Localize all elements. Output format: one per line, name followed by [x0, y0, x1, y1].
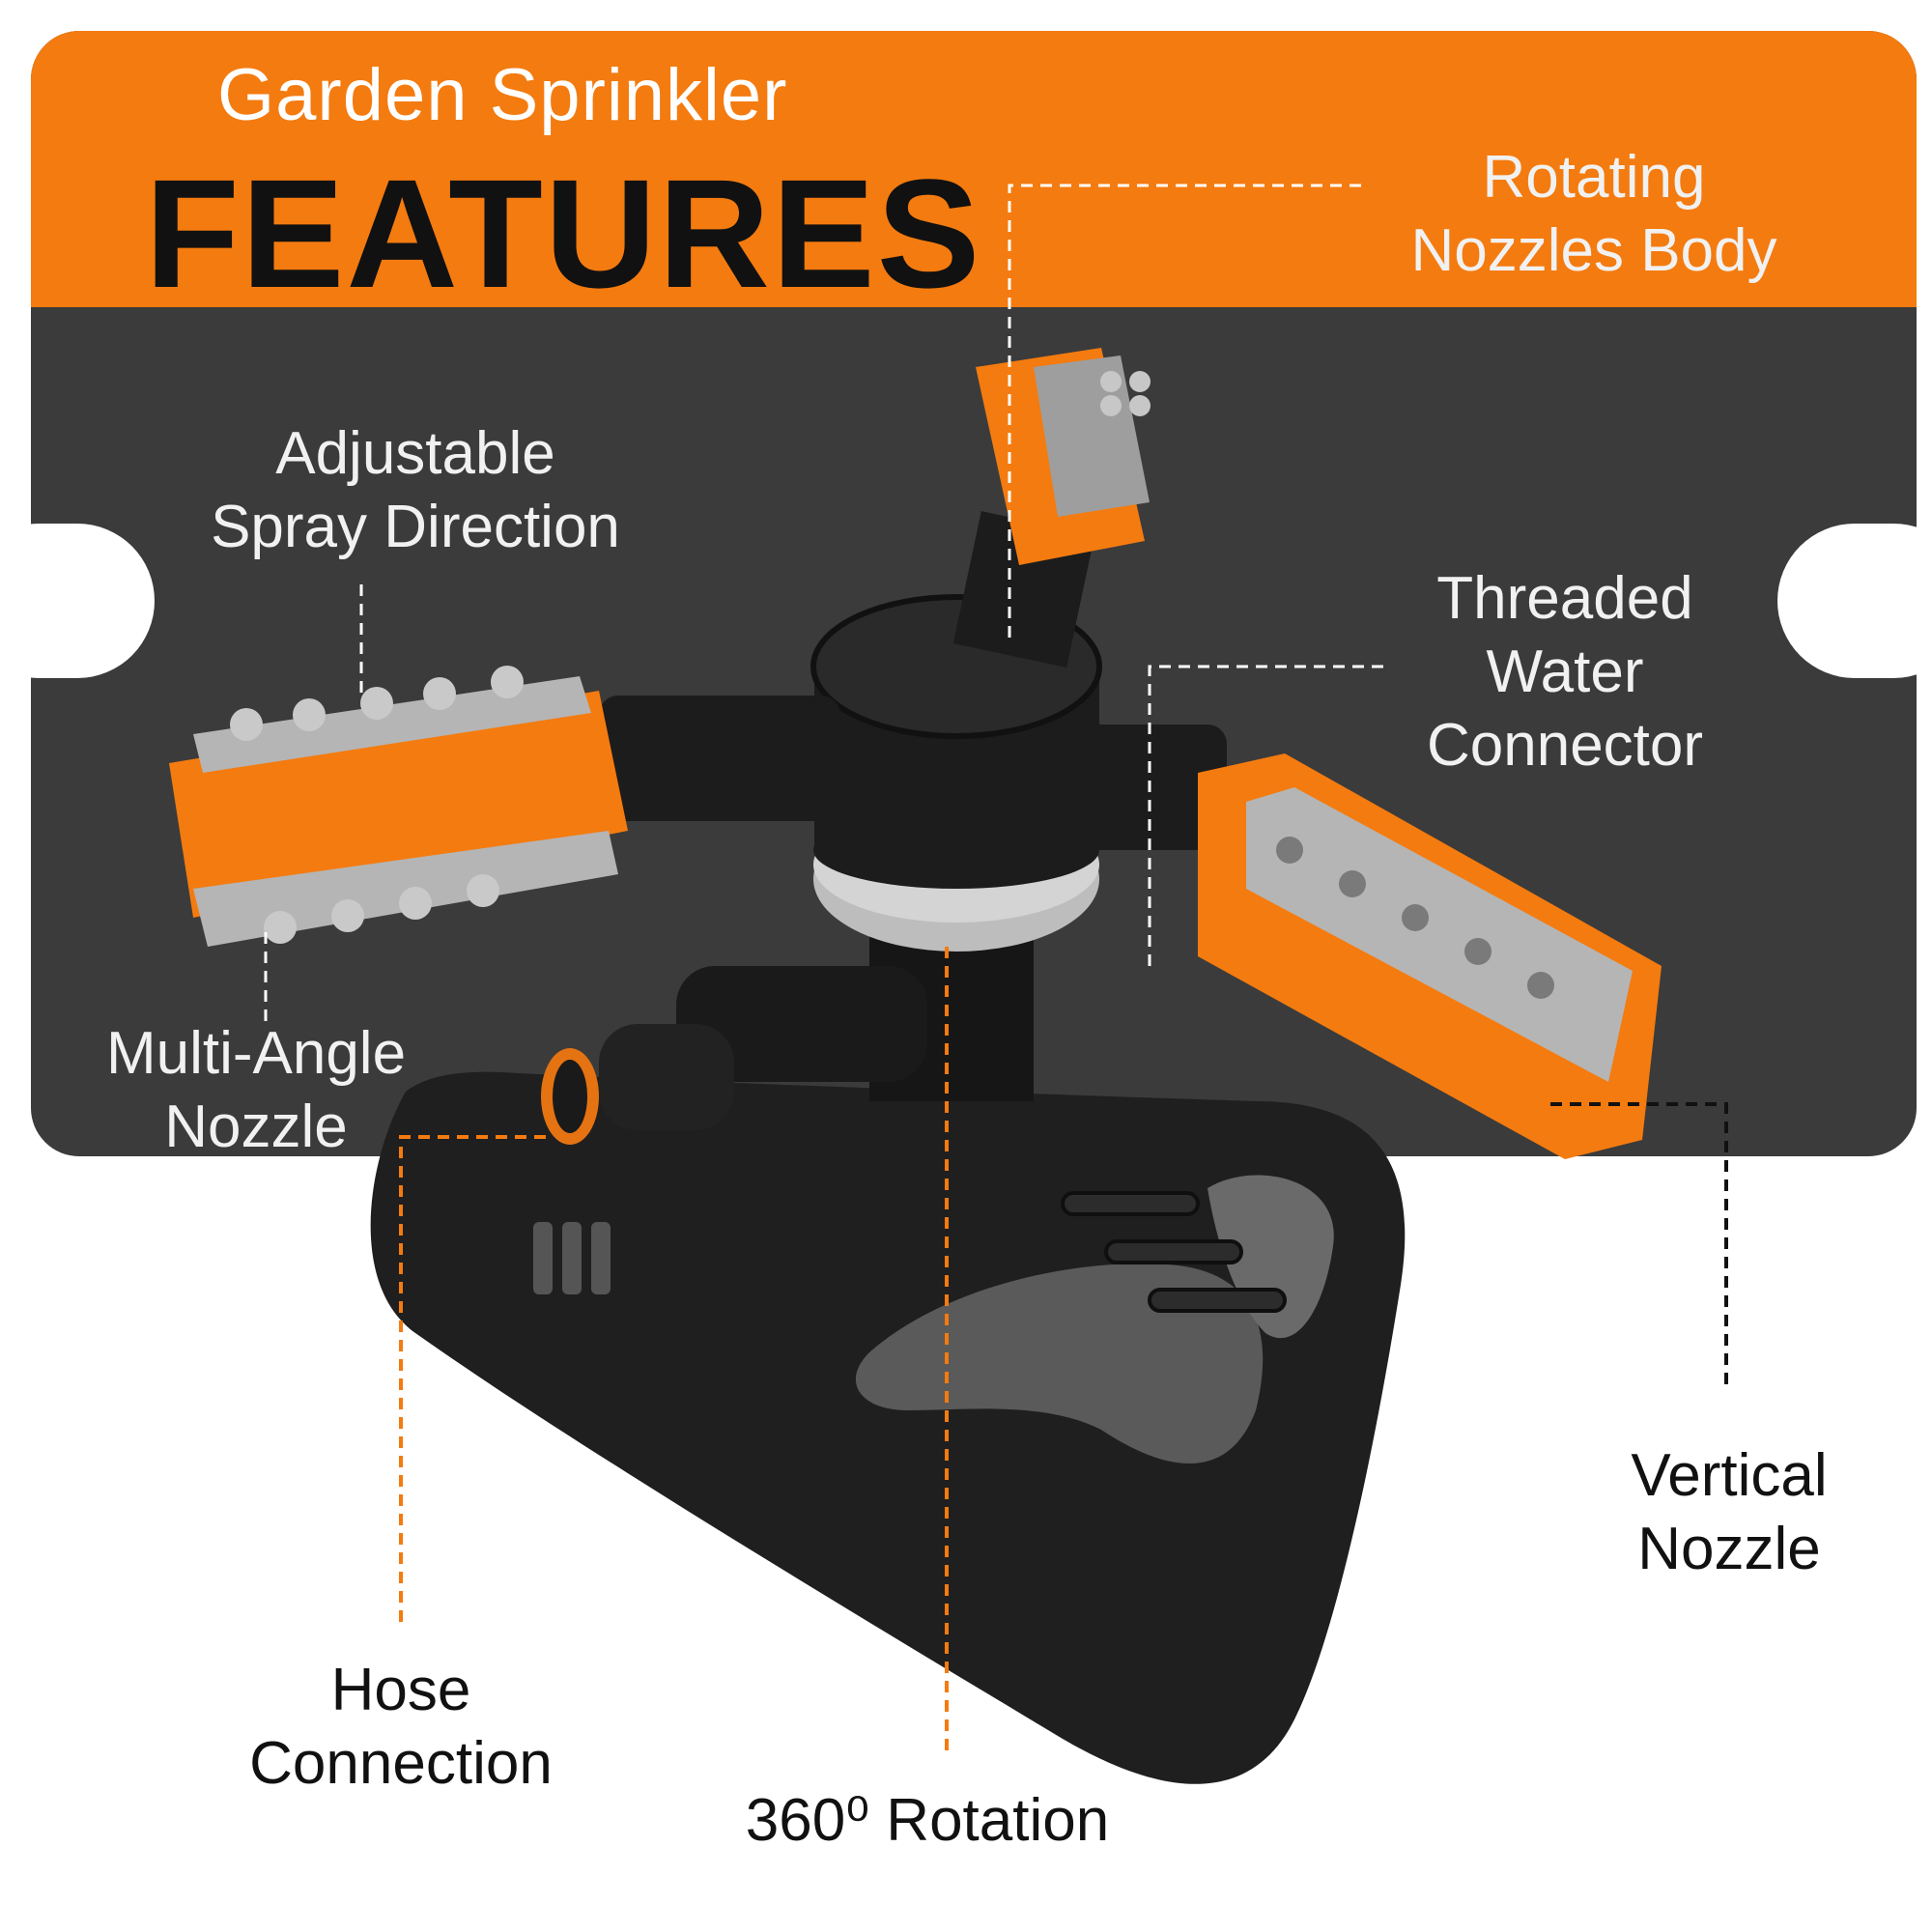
label-vertical-nozzle: Vertical Nozzle: [1631, 1442, 1828, 1582]
label-multi-angle-nozzle: Multi-Angle Nozzle: [105, 1020, 407, 1160]
nozzle-dots-left: [230, 666, 524, 944]
callout-lines-light: [264, 184, 1391, 1024]
header-band: [31, 31, 1917, 307]
base-vent-slots: [533, 1222, 611, 1294]
label-360-rotation: 360⁰ Rotation: [745, 1787, 1110, 1854]
panel-notch-right: [1777, 524, 1932, 678]
nozzle-arm-left: [169, 666, 840, 947]
panel-notch-left: [0, 524, 155, 678]
hose-connector: [541, 966, 927, 1145]
nozzle-dots-right: [1276, 837, 1554, 999]
label-rotating-nozzles-body: Rotating Nozzles Body: [1410, 144, 1777, 284]
header-subtitle: Garden Sprinkler: [217, 54, 788, 136]
callout-line-dark: [1550, 1102, 1728, 1386]
nozzle-arm-right: [1072, 724, 1662, 1159]
label-hose-connection: Hose Connection: [249, 1657, 553, 1797]
base-grip-slots: [1061, 1191, 1287, 1313]
nozzle-arm-top: [952, 348, 1151, 668]
base-cutout-right: [1208, 1175, 1334, 1339]
header-title: FEATURES: [145, 147, 982, 320]
label-adjustable-spray-direction: Adjustable Spray Direction: [211, 420, 620, 560]
callout-lines-accent: [399, 947, 949, 1753]
label-threaded-water-connector: Threaded Water Connector: [1426, 565, 1704, 779]
base-cutout-inner: [855, 1264, 1264, 1463]
